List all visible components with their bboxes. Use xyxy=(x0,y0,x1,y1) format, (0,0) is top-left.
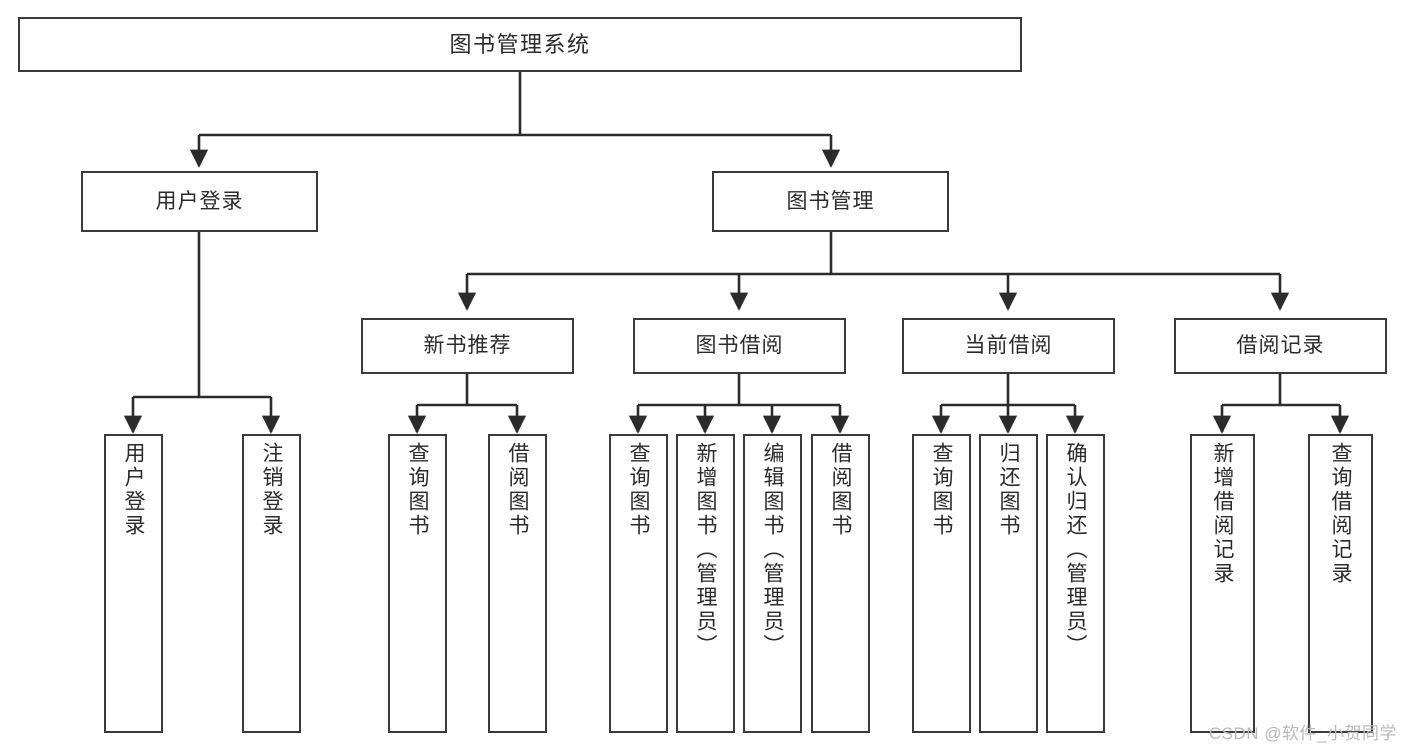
leaf-borrow-book[interactable]: 借阅图书 xyxy=(811,434,870,733)
node-label: 当前借阅 xyxy=(964,334,1053,358)
leaf-query-book-borrow[interactable]: 查询图书 xyxy=(609,434,668,733)
node-root-system[interactable]: 图书管理系统 xyxy=(18,17,1022,72)
leaf-logout-login[interactable]: 注销登录 xyxy=(242,434,301,733)
node-label: 查询图书 xyxy=(406,442,429,538)
node-label: 图书管理系统 xyxy=(449,31,591,57)
node-book-borrow[interactable]: 图书借阅 xyxy=(633,318,846,374)
node-label: 借阅图书 xyxy=(506,442,529,538)
node-label: 借阅图书 xyxy=(829,442,852,538)
node-label: 用户登录 xyxy=(155,189,244,213)
node-label: 图书管理 xyxy=(786,189,875,213)
node-label: 借阅记录 xyxy=(1236,334,1325,358)
node-user-login[interactable]: 用户登录 xyxy=(81,171,318,232)
leaf-borrow-book-recommend[interactable]: 借阅图书 xyxy=(488,434,547,733)
watermark: CSDN @软件_小贺同学 xyxy=(1208,724,1397,743)
node-borrow-record[interactable]: 借阅记录 xyxy=(1174,318,1387,374)
node-label: 查询图书 xyxy=(627,442,650,538)
leaf-query-book-recommend[interactable]: 查询图书 xyxy=(388,434,447,733)
leaf-confirm-return-admin[interactable]: 确认归还（管理员） xyxy=(1046,434,1105,733)
node-label: 新增借阅记录 xyxy=(1211,442,1234,586)
leaf-add-borrow-record[interactable]: 新增借阅记录 xyxy=(1190,434,1255,733)
leaf-edit-book-admin[interactable]: 编辑图书（管理员） xyxy=(743,434,802,733)
node-label: 注销登录 xyxy=(260,442,283,538)
node-label: 图书借阅 xyxy=(695,334,784,358)
node-new-book-recommend[interactable]: 新书推荐 xyxy=(361,318,574,374)
node-label: 新增图书（管理员） xyxy=(694,442,717,658)
node-label: 编辑图书（管理员） xyxy=(761,442,784,658)
node-label: 新书推荐 xyxy=(423,334,512,358)
leaf-return-book[interactable]: 归还图书 xyxy=(979,434,1038,733)
leaf-user-login[interactable]: 用户登录 xyxy=(104,434,163,733)
leaf-query-book-current[interactable]: 查询图书 xyxy=(912,434,971,733)
node-label: 用户登录 xyxy=(122,442,145,538)
node-label: 查询借阅记录 xyxy=(1329,442,1352,586)
node-book-management[interactable]: 图书管理 xyxy=(712,171,949,232)
node-label: 确认归还（管理员） xyxy=(1064,442,1087,658)
node-label: 归还图书 xyxy=(997,442,1020,538)
node-current-borrow[interactable]: 当前借阅 xyxy=(902,318,1115,374)
node-label: 查询图书 xyxy=(930,442,953,538)
leaf-query-borrow-record[interactable]: 查询借阅记录 xyxy=(1308,434,1373,733)
leaf-add-book-admin[interactable]: 新增图书（管理员） xyxy=(676,434,735,733)
